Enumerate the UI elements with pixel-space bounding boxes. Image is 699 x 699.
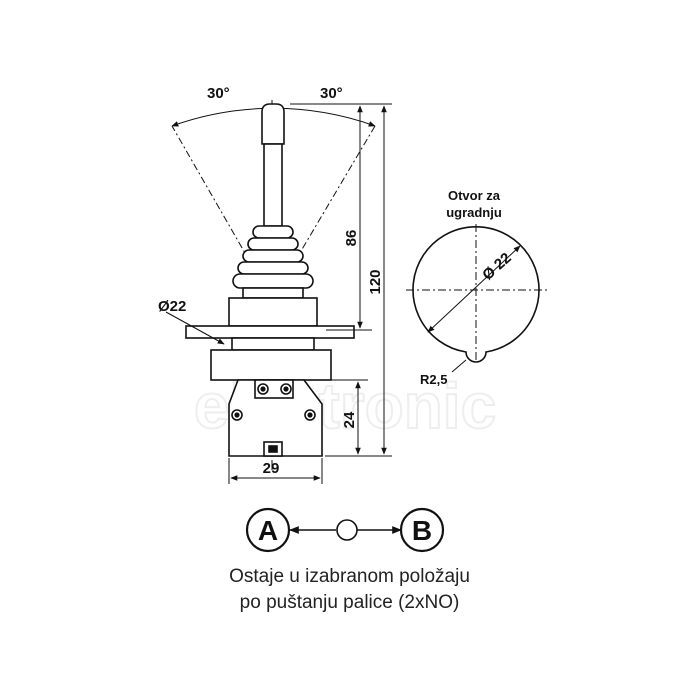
hole-title-line2: ugradnju — [446, 205, 502, 220]
dimension-29 — [228, 458, 323, 484]
dimension-120 — [325, 105, 392, 457]
diameter-22-leader — [165, 311, 225, 345]
caption-line-2: po puštanju palice (2xNO) — [239, 592, 460, 613]
position-b-circle — [399, 507, 445, 553]
rubber-boot — [232, 225, 314, 299]
position-b-label: B — [412, 515, 432, 546]
dimension-24 — [320, 379, 368, 455]
position-a-circle — [245, 507, 291, 553]
caption-line-1: Ostaje u izabranom položaju — [229, 566, 470, 587]
position-indicator: A B — [245, 507, 445, 553]
diameter-22-label: Ø22 — [158, 298, 186, 315]
mounting-hole-centerlines — [406, 224, 548, 373]
hole-title-line1: Otvor za — [448, 188, 501, 203]
dimension-120-label: 120 — [367, 269, 384, 294]
angle-left-label: 30° — [207, 85, 230, 102]
dimension-29-label: 29 — [263, 460, 280, 477]
joystick-lever — [261, 103, 285, 227]
neutral-position-circle — [336, 519, 358, 541]
dimension-24-label: 24 — [341, 411, 358, 428]
position-a-label: A — [258, 515, 278, 546]
joystick-housing — [185, 297, 355, 381]
dimension-86 — [290, 103, 392, 331]
angle-right-label: 30° — [320, 85, 343, 102]
dimension-86-label: 86 — [343, 230, 360, 247]
hole-radius-label: R2,5 — [420, 372, 447, 387]
contact-block — [228, 379, 323, 457]
